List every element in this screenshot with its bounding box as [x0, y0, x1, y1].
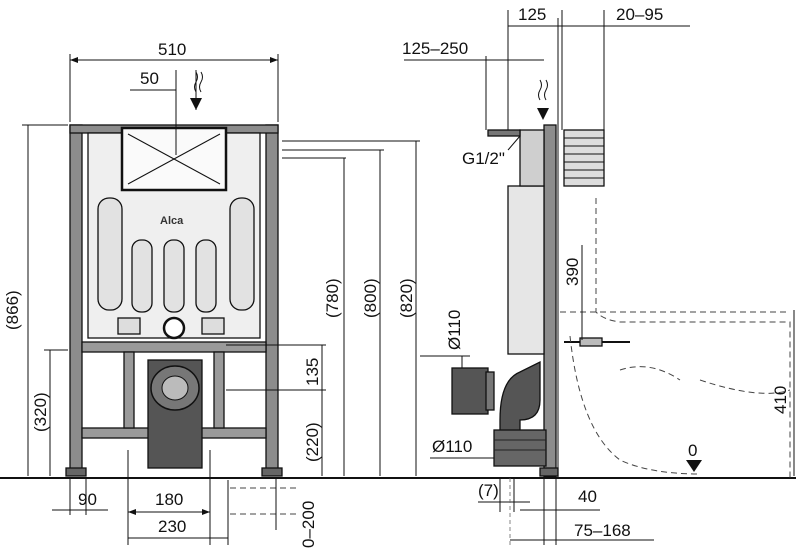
water-inlet-arrow-icon: [190, 98, 202, 110]
zero-level-label: 0: [688, 441, 697, 460]
frame-left-foot: [65, 467, 87, 477]
frame-right-upright: [265, 124, 279, 476]
frame-right-foot: [261, 467, 283, 477]
zero-level-marker-icon: [686, 460, 702, 472]
dim-bottom-180: 180: [155, 490, 183, 509]
dim-width-510: 510: [158, 40, 186, 59]
dim-height-135: 135: [303, 358, 322, 386]
cistern-panel-3: [131, 239, 153, 313]
cistern-panel-4: [163, 239, 185, 313]
toilet-outline: [560, 198, 791, 478]
cistern-outlet: [162, 316, 186, 340]
dim-height-800: (800): [361, 278, 380, 318]
dim-height-780: (780): [323, 278, 342, 318]
side-cistern-body: [507, 185, 545, 355]
dim-height-320: (320): [31, 392, 50, 432]
dim-top-125-250: 125–250: [402, 39, 468, 58]
frame-middle-rail: [81, 341, 267, 353]
drain-pipe-lower: [493, 429, 547, 467]
dim-height-220: (220): [303, 422, 322, 462]
drain-elbow: [499, 360, 541, 441]
dim-bottom-90: 90: [78, 490, 97, 509]
front-view: Alca 510 50 (866): [3, 40, 420, 548]
brand-logo: Alca: [160, 215, 184, 227]
dim-height-820: (820): [397, 278, 416, 318]
pipe-diameter-upper: Ø110: [445, 310, 464, 350]
side-wall-bracket: [563, 129, 605, 187]
dim-bottom-75-168: 75–168: [574, 521, 631, 540]
cistern-panel-5: [195, 239, 217, 313]
side-view: G1/2" 125 20–95 125–250 Ø110 Ø110: [402, 5, 795, 545]
dim-bottom-40: 40: [578, 487, 597, 506]
frame-left-upright: [69, 124, 83, 476]
cistern-panel-1: [97, 197, 123, 311]
dim-top-125: 125: [518, 5, 546, 24]
dim-height-866: (866): [3, 290, 22, 330]
side-frame-upright: [543, 124, 557, 478]
dim-bottom-7: (7): [478, 481, 499, 500]
dim-bottom-230: 230: [158, 517, 186, 536]
side-water-inlet-arrow-icon: [537, 108, 549, 120]
drain-pipe-upper: [451, 367, 489, 415]
dim-height-390: 390: [563, 258, 582, 286]
dim-floor-0-200: 0–200: [299, 501, 318, 548]
dim-height-410: 410: [771, 386, 790, 414]
pipe-diameter-lower: Ø110: [432, 437, 472, 456]
cistern-panel-2: [229, 197, 255, 311]
thread-label: G1/2": [462, 149, 505, 168]
dim-top-20-95: 20–95: [616, 5, 663, 24]
dim-offset-50: 50: [140, 69, 159, 88]
